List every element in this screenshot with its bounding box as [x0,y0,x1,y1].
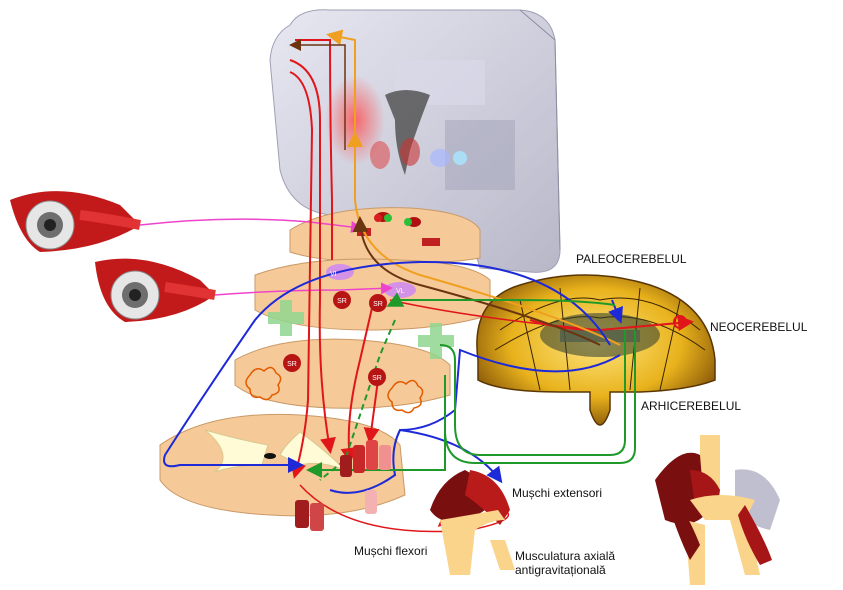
sr-label: SR [372,375,382,382]
medulla-slice [235,339,450,412]
sr-label: SR [337,298,347,305]
neocerebellum-label: NEOCEREBELUL [710,320,807,334]
vi-label: VI [330,271,337,278]
leg-muscle-figure [430,470,515,575]
extensor-muscles-label: Mușchi extensori [512,486,602,500]
axial-musculature-label-line1: Musculatura axială [515,549,615,563]
eye-lower [95,259,215,322]
paleocerebellum-label: PALEOCEREBELUL [576,252,687,266]
skeleton-legs-figure [655,435,780,585]
sr-label: SR [373,301,383,308]
axial-musculature-label-line2: antigravitațională [515,563,606,577]
archicerebellum-label: ARHICEREBELUL [641,399,741,413]
flexor-muscles-label: Mușchi flexori [354,544,427,558]
vl-label: VL [396,288,405,295]
sr-label: SR [287,361,297,368]
eye-upper [10,191,140,252]
